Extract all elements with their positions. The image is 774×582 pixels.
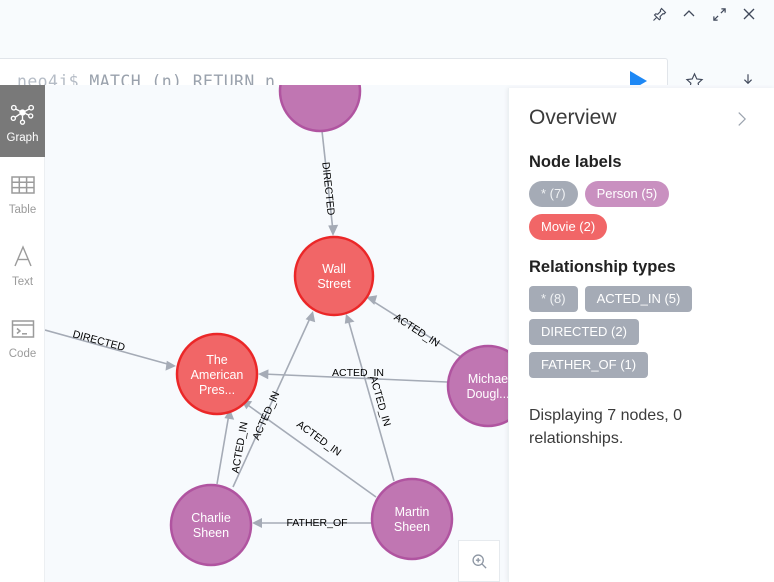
relationship-directed-oliver-wall[interactable] — [321, 130, 339, 236]
relationship-chip-all[interactable]: * (8) — [529, 286, 578, 312]
overview-panel: Overview Node labels * (7) Person (5) Mo… — [508, 88, 774, 582]
node-label-chip-person[interactable]: Person (5) — [584, 181, 670, 207]
code-icon — [10, 314, 36, 344]
node-labels-chips: * (7) Person (5) Movie (2) — [529, 181, 754, 240]
pin-icon[interactable] — [644, 1, 674, 27]
node-label-chip-movie[interactable]: Movie (2) — [529, 214, 608, 240]
relationship-acted-in-michael-wall[interactable] — [366, 295, 462, 358]
overview-title: Overview — [529, 106, 617, 129]
graph-node-wall-street[interactable]: Wall Street — [293, 235, 375, 317]
edge-label-acted-in-charlie-wall: ACTED_IN — [250, 390, 282, 442]
relationship-acted-in-charlie-american[interactable] — [216, 409, 235, 485]
expand-icon[interactable] — [704, 1, 734, 27]
relationship-acted-in-charlie-wall[interactable] — [232, 311, 316, 488]
window-titlebar — [0, 0, 774, 28]
edge-label-directed-left: DIRECTED — [71, 328, 126, 354]
query-editor-bar: neo4j$ MATCH (n) RETURN n — [0, 28, 774, 104]
sidebar-item-table[interactable]: Table — [0, 157, 45, 229]
relationship-chip-directed[interactable]: DIRECTED (2) — [529, 319, 639, 345]
graph-node-oliver-stone[interactable] — [278, 85, 362, 133]
sidebar-item-text[interactable]: Text — [0, 229, 45, 301]
relationship-father-of-martin-charlie[interactable] — [252, 518, 371, 528]
sidebar-item-graph-label: Graph — [6, 132, 39, 144]
edge-label-acted-in-charlie-american: ACTED_IN — [230, 421, 251, 474]
sidebar-item-table-label: Table — [8, 204, 37, 216]
relationship-acted-in-michael-american[interactable] — [258, 369, 448, 383]
sidebar-item-graph[interactable]: Graph — [0, 85, 45, 157]
node-label-chip-all[interactable]: * (7) — [529, 181, 578, 207]
overview-summary-text: Displaying 7 nodes, 0 relationships. — [529, 407, 682, 448]
zoom-in-icon — [471, 553, 487, 569]
sidebar-item-code-label: Code — [8, 348, 37, 360]
edge-label-acted-in-michael-american: ACTED_IN — [332, 367, 384, 379]
relationship-types-heading: Relationship types — [529, 258, 676, 276]
edge-label-father-of: FATHER_OF — [286, 517, 347, 529]
edge-label-acted-in-martin-american: ACTED_IN — [294, 418, 343, 458]
relationship-directed-left-american[interactable] — [45, 329, 176, 371]
graph-node-martin-sheen[interactable]: Martin Sheen — [370, 477, 454, 561]
overview-header: Overview — [529, 106, 754, 135]
relationship-acted-in-martin-wall[interactable] — [344, 314, 395, 482]
chevron-right-icon[interactable] — [733, 106, 754, 135]
sidebar-item-code[interactable]: Code — [0, 301, 45, 373]
relationship-chip-father-of[interactable]: FATHER_OF (1) — [529, 352, 649, 378]
view-sidebar: Graph Table Text — [0, 85, 45, 582]
text-icon — [11, 242, 35, 272]
relationship-types-chips: * (8) ACTED_IN (5) DIRECTED (2) FATHER_O… — [529, 286, 754, 378]
table-icon — [10, 170, 36, 200]
graph-node-charlie-sheen[interactable]: Charlie Sheen — [169, 483, 253, 567]
edge-label-acted-in-michael-wall: ACTED_IN — [392, 311, 442, 349]
graph-node-the-american-president[interactable]: The American Pres... — [175, 332, 259, 416]
collapse-up-icon[interactable] — [674, 1, 704, 27]
sidebar-item-text-label: Text — [11, 276, 34, 288]
close-icon[interactable] — [734, 1, 764, 27]
node-labels-heading: Node labels — [529, 153, 622, 171]
graph-icon — [9, 98, 36, 128]
zoom-in-button[interactable] — [458, 540, 500, 582]
relationship-chip-acted-in[interactable]: ACTED_IN (5) — [584, 286, 693, 312]
edge-label-directed-top: DIRECTED — [319, 161, 337, 216]
